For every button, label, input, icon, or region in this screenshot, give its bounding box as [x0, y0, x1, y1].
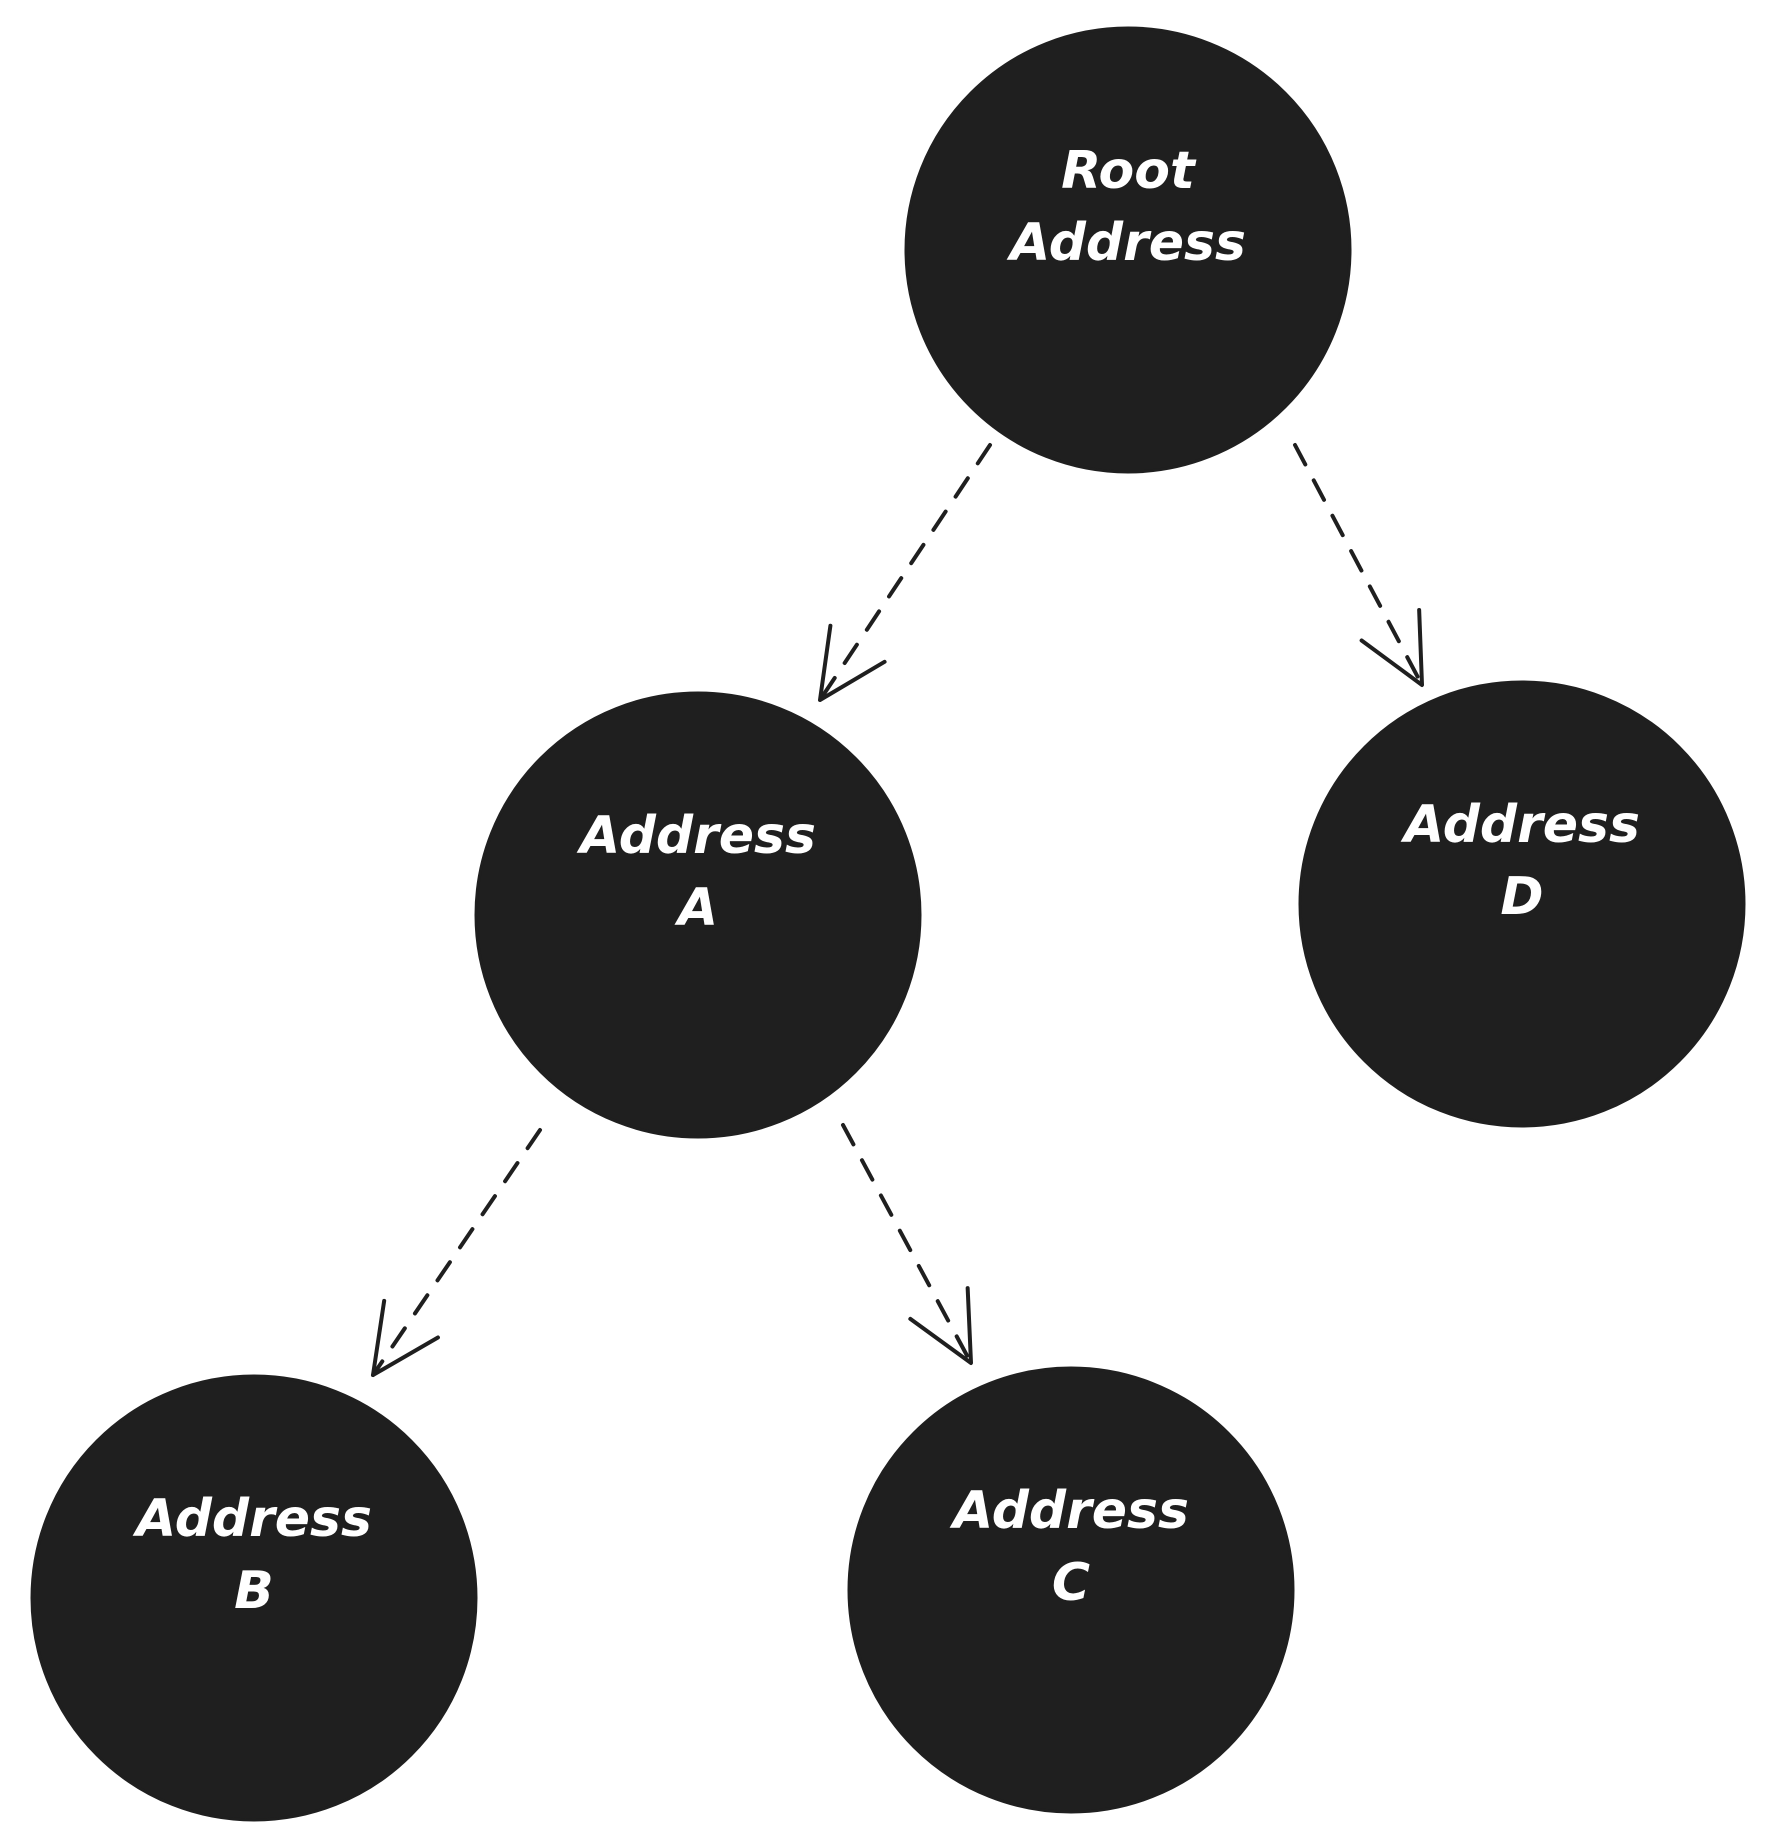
node-label: A: [674, 878, 718, 938]
node-label: Address: [132, 1489, 372, 1549]
edge-a-to-c: [841, 1123, 973, 1365]
node-circle: [904, 26, 1352, 474]
node-label: B: [234, 1561, 274, 1621]
node-circle: [474, 691, 922, 1139]
arrowhead-icon: [371, 1298, 440, 1377]
node-label: Address: [1400, 795, 1640, 855]
arrowhead-icon: [908, 1286, 973, 1365]
nodes-layer: RootAddressAddressAAddressDAddressBAddre…: [30, 26, 1746, 1822]
node-label: C: [1052, 1553, 1090, 1613]
node-label: Address: [576, 806, 816, 866]
edge-line: [841, 1123, 973, 1365]
edge-root-to-a: [818, 443, 992, 702]
edges-layer: [371, 443, 1424, 1377]
node-circle: [1298, 680, 1746, 1128]
node-circle: [30, 1374, 478, 1822]
node-label: D: [1500, 867, 1543, 927]
arrowhead-icon: [1359, 608, 1424, 687]
node-label: Address: [1006, 213, 1246, 273]
edge-line: [818, 443, 992, 702]
node-label: Address: [949, 1481, 1189, 1541]
arrowhead-icon: [818, 623, 887, 702]
edge-root-to-d: [1293, 443, 1424, 687]
edge-a-to-b: [371, 1128, 542, 1377]
node-circle: [847, 1366, 1295, 1814]
node-label: Root: [1061, 141, 1197, 201]
edge-line: [371, 1128, 542, 1377]
edge-line: [1293, 443, 1424, 687]
